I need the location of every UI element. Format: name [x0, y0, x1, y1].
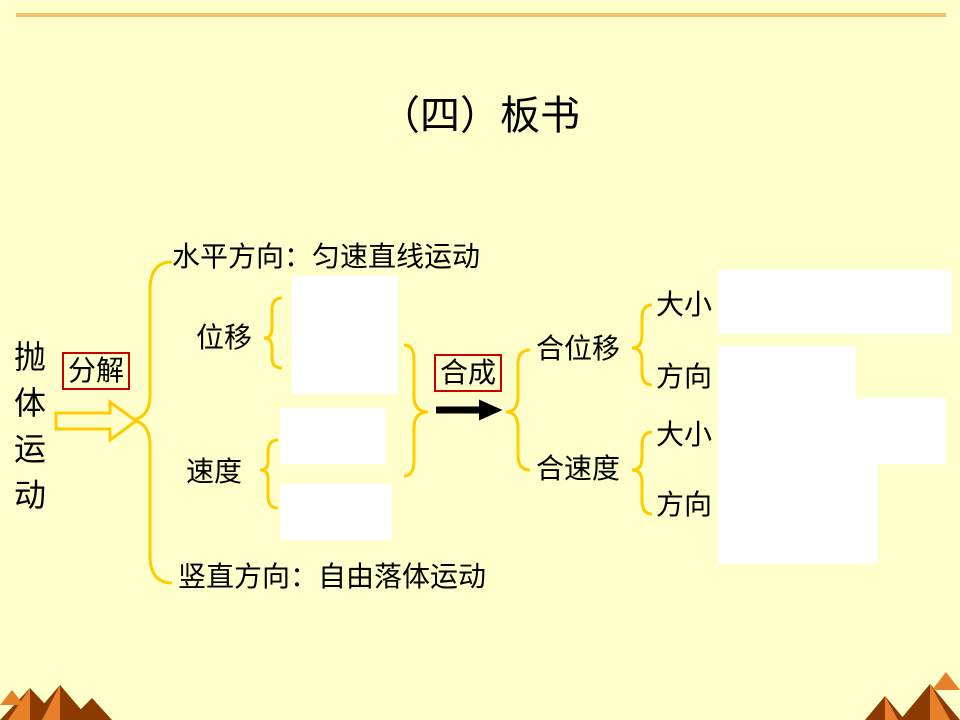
split-brace — [505, 348, 531, 472]
resultant-velocity-label: 合速度 — [536, 452, 621, 485]
blank-box-displacement — [292, 276, 398, 394]
vertical-direction-label: 竖直方向：自由落体运动 — [178, 560, 487, 593]
velocity-brace — [259, 438, 279, 510]
slide-title: （四）板书 — [380, 93, 580, 139]
blank-box-velocity-1 — [280, 408, 386, 464]
displacement-label: 位移 — [196, 321, 253, 354]
horizontal-direction-label: 水平方向：匀速直线运动 — [172, 240, 481, 273]
velocity-label: 速度 — [186, 455, 243, 488]
magnitude-label-1: 大小 — [656, 288, 713, 321]
direction-label-2: 方向 — [656, 488, 713, 521]
topic-label: 抛体运动 — [13, 338, 46, 514]
blank-box-magnitude-1 — [718, 270, 952, 334]
magnitude-label-2: 大小 — [656, 418, 713, 451]
displacement-brace — [263, 296, 283, 370]
compose-arrow-head — [479, 399, 503, 421]
merge-brace — [403, 343, 429, 478]
direction-label-1: 方向 — [656, 360, 713, 393]
resultant-displacement-label: 合位移 — [536, 332, 621, 365]
decompose-arrow — [54, 399, 139, 443]
decor-bottom-left — [0, 685, 112, 720]
decompose-label: 分解 — [62, 352, 131, 390]
blank-box-direction-1 — [718, 346, 856, 402]
resultant-velocity-brace — [631, 430, 653, 516]
blank-box-velocity-2 — [280, 484, 392, 540]
decor-bottom-right — [865, 672, 960, 720]
compose-label: 合成 — [434, 354, 503, 392]
blank-box-magnitude-2 — [718, 398, 946, 464]
blank-box-direction-2 — [718, 464, 878, 564]
resultant-displacement-brace — [631, 303, 653, 387]
